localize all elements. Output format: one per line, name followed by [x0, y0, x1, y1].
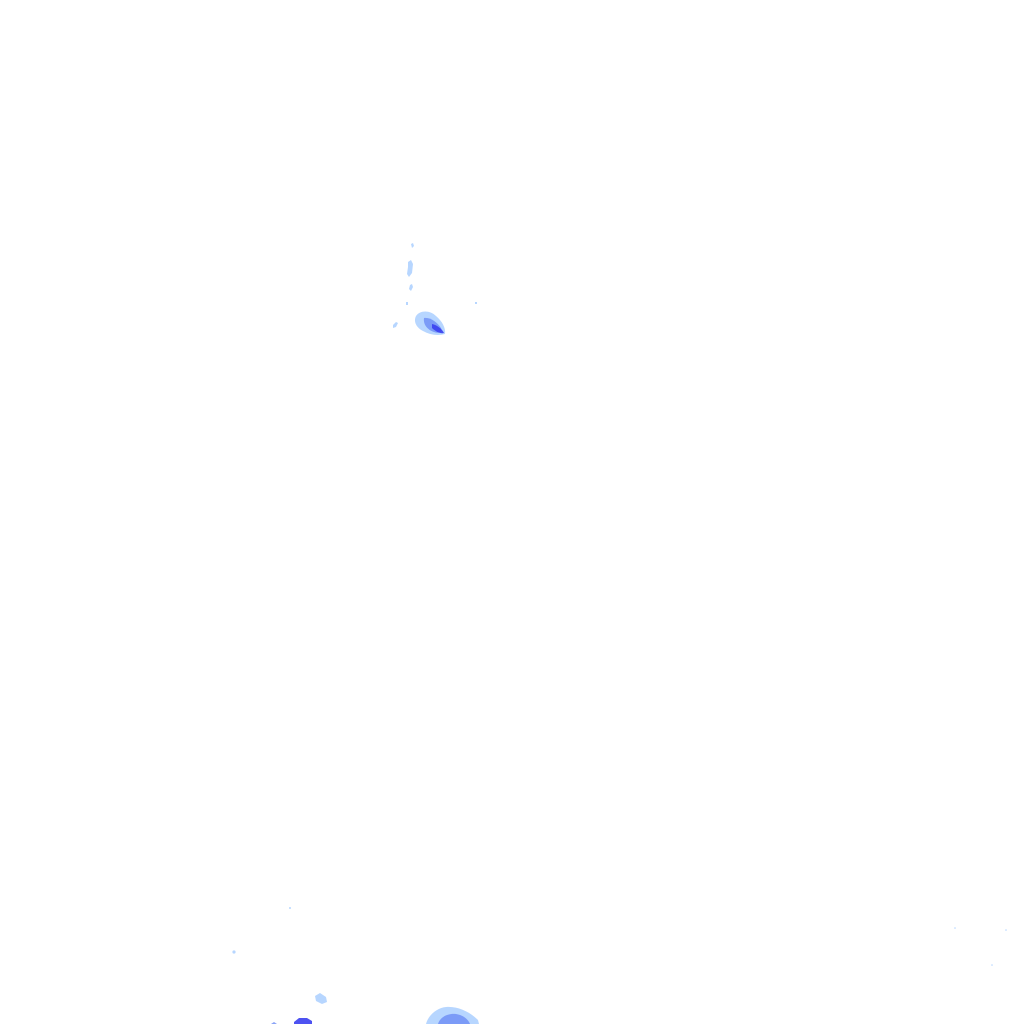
echo-fragment [475, 302, 477, 304]
echo-fragment [294, 1018, 312, 1024]
echo-streak-north [393, 243, 477, 328]
echo-fragment [393, 322, 398, 328]
echo-core [432, 324, 444, 334]
echo-cell-south [426, 1006, 479, 1024]
echo-fragment [407, 260, 413, 277]
echo-inner [438, 1013, 470, 1024]
echo-speck [954, 927, 956, 929]
echo-cell-north [414, 311, 446, 335]
echo-speck [1005, 929, 1007, 931]
echo-specks [232, 907, 1007, 966]
echo-fragment [411, 243, 414, 248]
echo-speck [232, 950, 236, 954]
echo-fragment [409, 284, 413, 291]
echo-fragment [406, 302, 408, 305]
echo-speck [289, 907, 291, 909]
echo-fragment [315, 993, 327, 1004]
echo-speck [991, 964, 993, 966]
